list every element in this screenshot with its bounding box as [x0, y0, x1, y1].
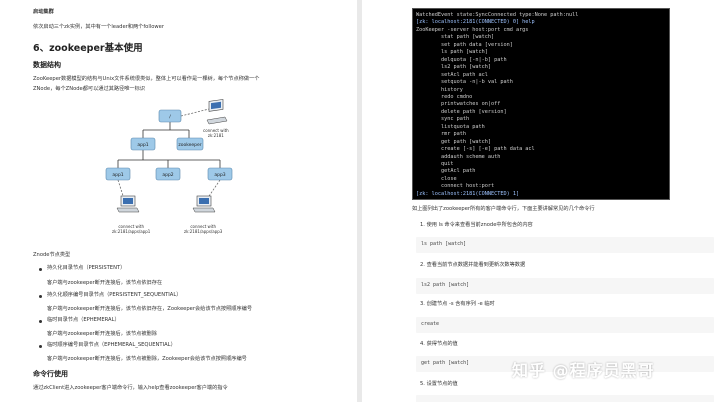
- node-type-name: 临时顺序编号目录节点（EPHEMERAL_SEQUENTIAL）: [47, 342, 176, 348]
- computer-icon: [116, 195, 140, 213]
- node-type-name: 持久化目录节点（PERSISTENT）: [47, 265, 126, 271]
- node-type-desc: 客户端与zookeeper断开连接后，该节点依旧存在: [47, 280, 163, 286]
- terminal-line: ZooKeeper -server host:port cmd args: [416, 26, 529, 33]
- node-type-desc: 客户端与zookeeper断开连接后，该节点被删除: [47, 331, 157, 337]
- terminal-line: listquota path: [416, 123, 485, 130]
- heading-cli-usage: 命令行使用: [33, 370, 68, 378]
- step-label: 4. 获得节点的值: [420, 341, 458, 347]
- client-left-label: connect with zk:2181/apps/app1: [112, 224, 151, 234]
- code-text: ls path [watch]: [421, 241, 467, 247]
- intro-line-2: ZNode，每个ZNode都可以通过其路径唯一标识: [33, 86, 145, 92]
- bullet-dot: [39, 320, 42, 323]
- terminal-line: [zk: localhost:2181(CONNECTED) 0] help: [416, 19, 535, 26]
- terminal-line: rmr path: [416, 131, 466, 138]
- node-zookeeper-label: zookeeper: [178, 142, 201, 148]
- node-root-label: /: [169, 114, 171, 120]
- code-block: get path [watch]: [416, 356, 714, 372]
- code-text: get path [watch]: [421, 360, 470, 366]
- terminal-line: setAcl path acl: [416, 71, 488, 78]
- terminal-caption: 如上图列出了zookeeper所有的客户端命令行，下面主要讲解常见的几个命令行: [412, 206, 595, 212]
- terminal-screenshot: WatchedEvent state:SyncConnected type:No…: [412, 8, 670, 200]
- node-app2-label: app2: [162, 172, 173, 178]
- right-document-page: WatchedEvent state:SyncConnected type:No…: [362, 0, 720, 402]
- terminal-line: create [-s] [-e] path data acl: [416, 146, 535, 153]
- cluster-start-title: 启动集群: [33, 9, 54, 15]
- heading-data-structure: 数据结构: [33, 61, 61, 69]
- node-type-desc: 客户端与zookeeper断开连接后，该节点被删除，Zookeeper会给该节点…: [47, 356, 247, 362]
- terminal-line: quit: [416, 161, 454, 167]
- terminal-line: [zk: localhost:2181(CONNECTED) 1]: [416, 190, 520, 197]
- code-block: ls2 path [watch]: [416, 278, 714, 294]
- node-type-name: 持久化顺序编号目录节点（PERSISTENT_SEQUENTIAL）: [47, 292, 182, 298]
- terminal-line: stat path [watch]: [416, 34, 495, 41]
- terminal-line: sync path: [416, 116, 470, 123]
- terminal-line: connect host:port: [416, 183, 495, 190]
- terminal-line: setquota -n|-b val path: [416, 79, 513, 86]
- terminal-line: delete path [version]: [416, 108, 507, 115]
- bullet-dot: [39, 268, 42, 271]
- step-label: 3. 创建节点 -s 含有序列 -e 临时: [420, 301, 495, 307]
- terminal-line: WatchedEvent state:SyncConnected type:No…: [416, 12, 579, 18]
- code-block: create: [416, 317, 714, 333]
- code-block: ls path [watch]: [416, 237, 714, 253]
- computer-icon: [192, 195, 216, 213]
- terminal-line: printwatches on|off: [416, 101, 501, 108]
- terminal-line: history: [416, 86, 463, 93]
- cli-intro-text: 通过zkClient进入zookeeper客户端命令行，输入help查看zook…: [33, 385, 228, 391]
- bullet-dot: [39, 295, 42, 298]
- terminal-line: set path data [version]: [416, 41, 513, 48]
- left-document-page: 启动集群 依次启动三个zk实例，其中有一个leader和两个follower 6…: [0, 0, 357, 402]
- code-text: create: [421, 321, 440, 327]
- step-label: 2. 查看当前节点数据并能看到更新次数等数据: [420, 262, 526, 268]
- code-block: [416, 395, 714, 402]
- intro-line-1: ZooKeeper数据模型的结构与Unix文件系统很类似，整体上可以看作是一棵树…: [33, 76, 260, 82]
- code-text: ls2 path [watch]: [421, 282, 470, 288]
- node-type-desc: 客户端与zookeeper断开连接后，该节点依旧存在，Zookeeper会给该节…: [47, 306, 253, 312]
- terminal-line: getAcl path: [416, 168, 476, 175]
- zhihu-watermark: 知乎 @程序员黑哥: [512, 361, 655, 380]
- step-label: 5. 设置节点的值: [420, 381, 458, 387]
- terminal-line: close: [416, 175, 457, 182]
- client-right-label: connect with zk:2181/apps/app3: [184, 224, 223, 234]
- znode-tree-diagram: / app1 zookeeper app1 app2 app3: [105, 99, 233, 213]
- heading-basic-usage: 6、zookeeper基本使用: [33, 43, 143, 54]
- node-app3-label: app3: [214, 172, 225, 178]
- terminal-line: delquota [-n|-b] path: [416, 56, 507, 63]
- bullet-dot: [39, 345, 42, 348]
- node-type-name: 临时目录节点（EPHEMERAL）: [47, 317, 120, 323]
- terminal-line: ls2 path [watch]: [416, 64, 491, 71]
- cluster-start-text: 依次启动三个zk实例，其中有一个leader和两个follower: [33, 24, 164, 30]
- terminal-line: get path [watch]: [416, 138, 491, 145]
- terminal-line: redo cmdno: [416, 93, 473, 100]
- terminal-line: ls path [watch]: [416, 49, 488, 56]
- node-app1-label: app1: [112, 172, 123, 178]
- node-apps-label: app1: [137, 142, 148, 148]
- tree-nodes: [105, 109, 233, 181]
- client-top-label: connect with zk:2181: [203, 128, 229, 138]
- step-label: 1. 使用 ls 命令来查看当前znode中所包含的内容: [420, 222, 533, 228]
- computer-icon: [206, 99, 228, 125]
- node-types-title: Znode节点类型: [33, 252, 71, 258]
- terminal-line: addauth scheme auth: [416, 153, 501, 160]
